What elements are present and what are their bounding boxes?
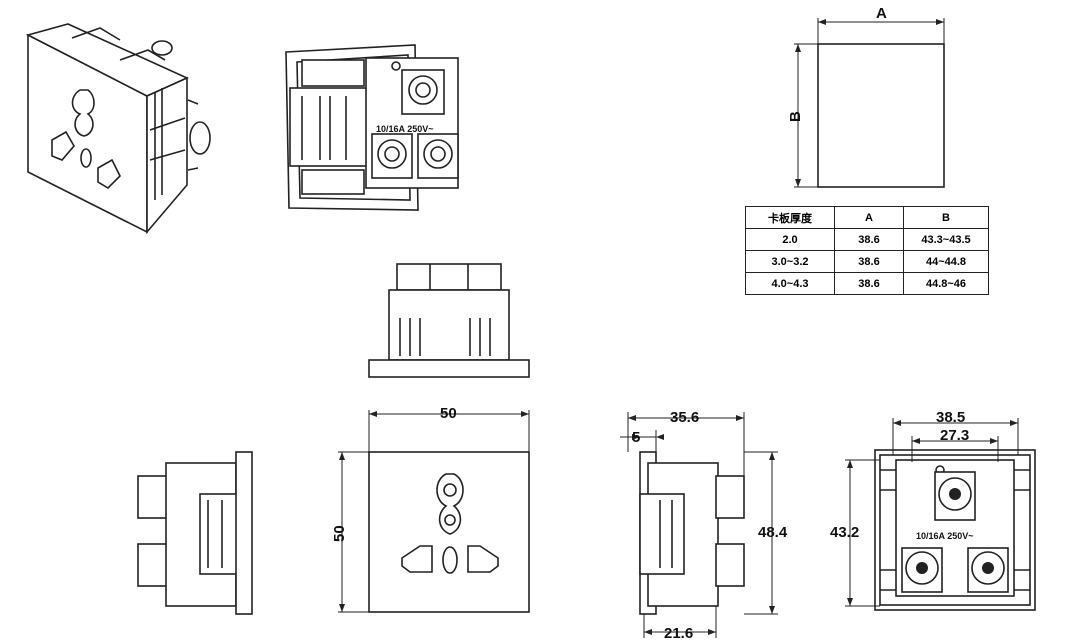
cell-a: 38.6 [834,228,904,251]
table-row: 2.0 38.6 43.3~43.5 [745,228,989,251]
back-view-rating: 10/16A 250V~ [916,531,973,541]
dim-side-bottom: 21.6 [664,625,693,640]
panel-cutout: A B [787,5,945,188]
rear-view-rating: 10/16A 250V~ [376,124,433,134]
isometric-view [25,23,211,235]
table-row: 3.0~3.2 38.6 44~44.8 [745,250,989,273]
top-view [368,263,530,378]
header-b: B [903,206,989,229]
spec-table: 卡板厚度 A B 2.0 38.6 43.3~43.5 3.0~3.2 38.6… [745,206,989,295]
dim-front-height: 50 [331,525,348,542]
cell-thickness: 3.0~3.2 [745,250,835,273]
dim-side-height: 48.4 [758,524,788,541]
dim-back-height: 43.2 [830,524,859,541]
dim-front-width: 50 [440,405,457,422]
cell-a: 38.6 [834,272,904,295]
back-view: 10/16A 250V~ 38.5 27.3 43.2 [830,409,1036,611]
header-thickness: 卡板厚度 [745,206,835,229]
dim-back-inner: 27.3 [940,427,969,444]
cell-b: 44~44.8 [903,250,989,273]
front-view: 50 50 [331,405,530,613]
cutout-height-label: B [787,111,804,122]
cutout-width-label: A [876,5,887,22]
cell-thickness: 4.0~4.3 [745,272,835,295]
cell-b: 44.8~46 [903,272,989,295]
cell-thickness: 2.0 [745,228,835,251]
rear-view-3d: 10/16A 250V~ [285,44,459,211]
right-side-view: 35.6 5 48.4 21.6 [620,409,788,640]
dim-back-outer: 38.5 [936,409,965,426]
cell-b: 43.3~43.5 [903,228,989,251]
dim-side-flange: 5 [632,429,640,446]
left-side-view [137,451,253,615]
header-a: A [834,206,904,229]
dim-side-depth: 35.6 [670,409,699,426]
cell-a: 38.6 [834,250,904,273]
spec-table-header: 卡板厚度 A B [745,206,989,229]
table-row: 4.0~4.3 38.6 44.8~46 [745,272,989,295]
